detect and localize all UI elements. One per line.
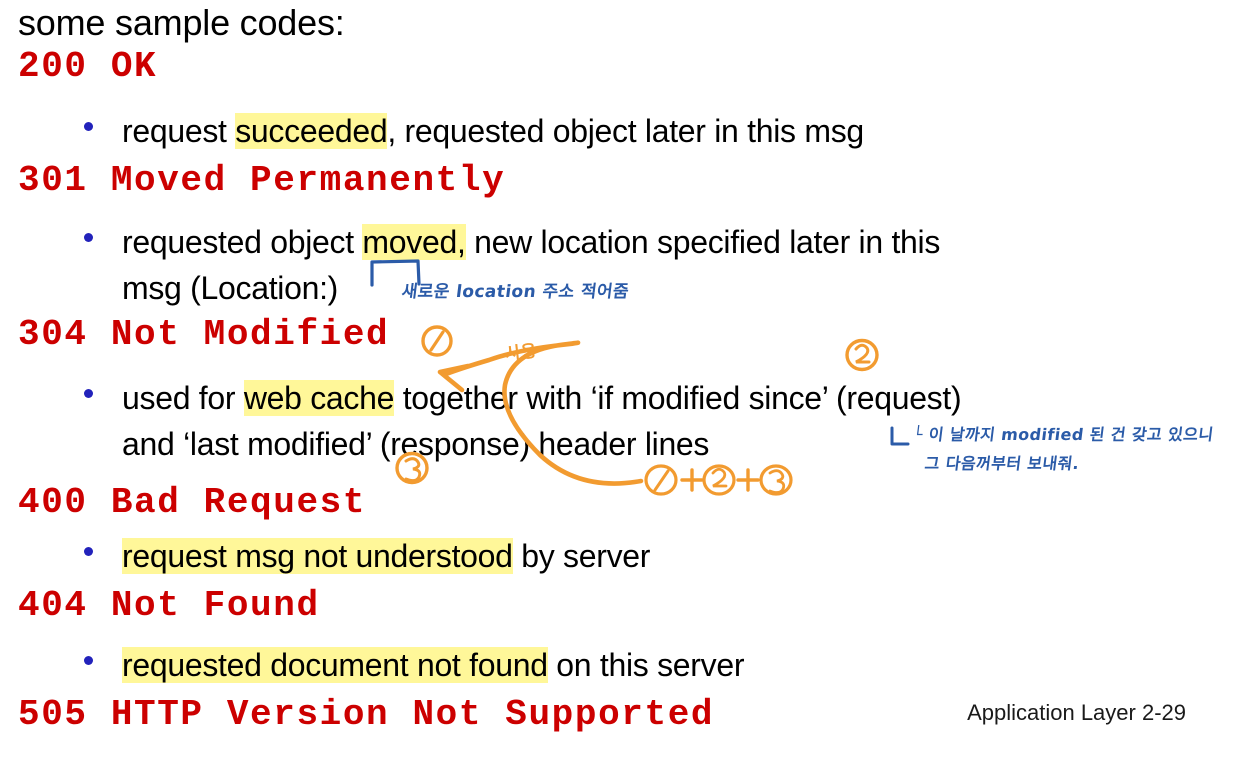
- handwritten-note-usage: 사용: [504, 341, 538, 365]
- bullet-400: request msg not understood by server: [84, 533, 1084, 579]
- bullet-dot-icon: [84, 389, 93, 398]
- bullet-200: request succeeded, requested object late…: [84, 108, 1084, 154]
- status-code-301: 301 Moved Permanently: [18, 160, 506, 201]
- bullet-404-text: requested document not found on this ser…: [122, 647, 745, 683]
- bullet-400-text: request msg not understood by server: [122, 538, 651, 574]
- highlight-moved: moved,: [362, 224, 466, 260]
- status-code-200: 200 OK: [18, 46, 158, 87]
- circled-1-stroke: [429, 330, 445, 352]
- slide-footer: Application Layer 2-29: [967, 700, 1186, 725]
- bullet-200-text: request succeeded, requested object late…: [122, 113, 864, 149]
- sum-circled-2-ring: [702, 464, 736, 496]
- sum-circled-2-stroke: [711, 467, 728, 488]
- bullet-301-text: requested object moved, new location spe…: [122, 224, 941, 260]
- handwritten-note-location: 새로운 location 주소 적어줌: [400, 282, 631, 302]
- bullet-dot-icon: [84, 122, 93, 131]
- intro-line: some sample codes:: [18, 2, 345, 43]
- bullet-301: requested object moved, new location spe…: [84, 219, 1174, 311]
- circled-1-ring: [421, 325, 453, 357]
- highlight-web-cache: web cache: [243, 380, 395, 416]
- bullet-dot-icon: [84, 656, 93, 665]
- sum-plus-1-icon: [680, 468, 704, 492]
- bullet-301-text-line2: msg (Location:): [122, 270, 339, 306]
- circled-2-ring: [845, 338, 879, 372]
- status-code-304: 304 Not Modified: [18, 314, 390, 355]
- highlight-request-msg: request msg not understood: [122, 538, 513, 574]
- circled-2-stroke: [854, 343, 871, 364]
- status-code-404: 404 Not Found: [18, 585, 320, 626]
- sum-circled-3-stroke: [768, 469, 786, 494]
- sum-circled-1-ring: [644, 464, 678, 496]
- bullet-dot-icon: [84, 547, 93, 556]
- bullet-dot-icon: [84, 233, 93, 242]
- handwritten-note-modified-line1: └ 이 날까지 modified 된 건 갖고 있으니: [911, 425, 1215, 444]
- highlight-succeeded: succeeded: [235, 113, 388, 149]
- status-code-400: 400 Bad Request: [18, 482, 367, 523]
- sum-circled-3-ring: [759, 464, 793, 496]
- handwritten-note-modified-line2: 그 다음꺼부터 보내줘.: [923, 454, 1081, 473]
- sum-circled-1-stroke: [653, 469, 670, 492]
- status-code-505: 505 HTTP Version Not Supported: [18, 694, 715, 735]
- sum-plus-2-icon: [736, 468, 760, 492]
- bullet-404: requested document not found on this ser…: [84, 642, 1084, 688]
- bullet-304-text: used for web cache together with ‘if mod…: [122, 380, 962, 416]
- highlight-requested-document: requested document not found: [122, 647, 548, 683]
